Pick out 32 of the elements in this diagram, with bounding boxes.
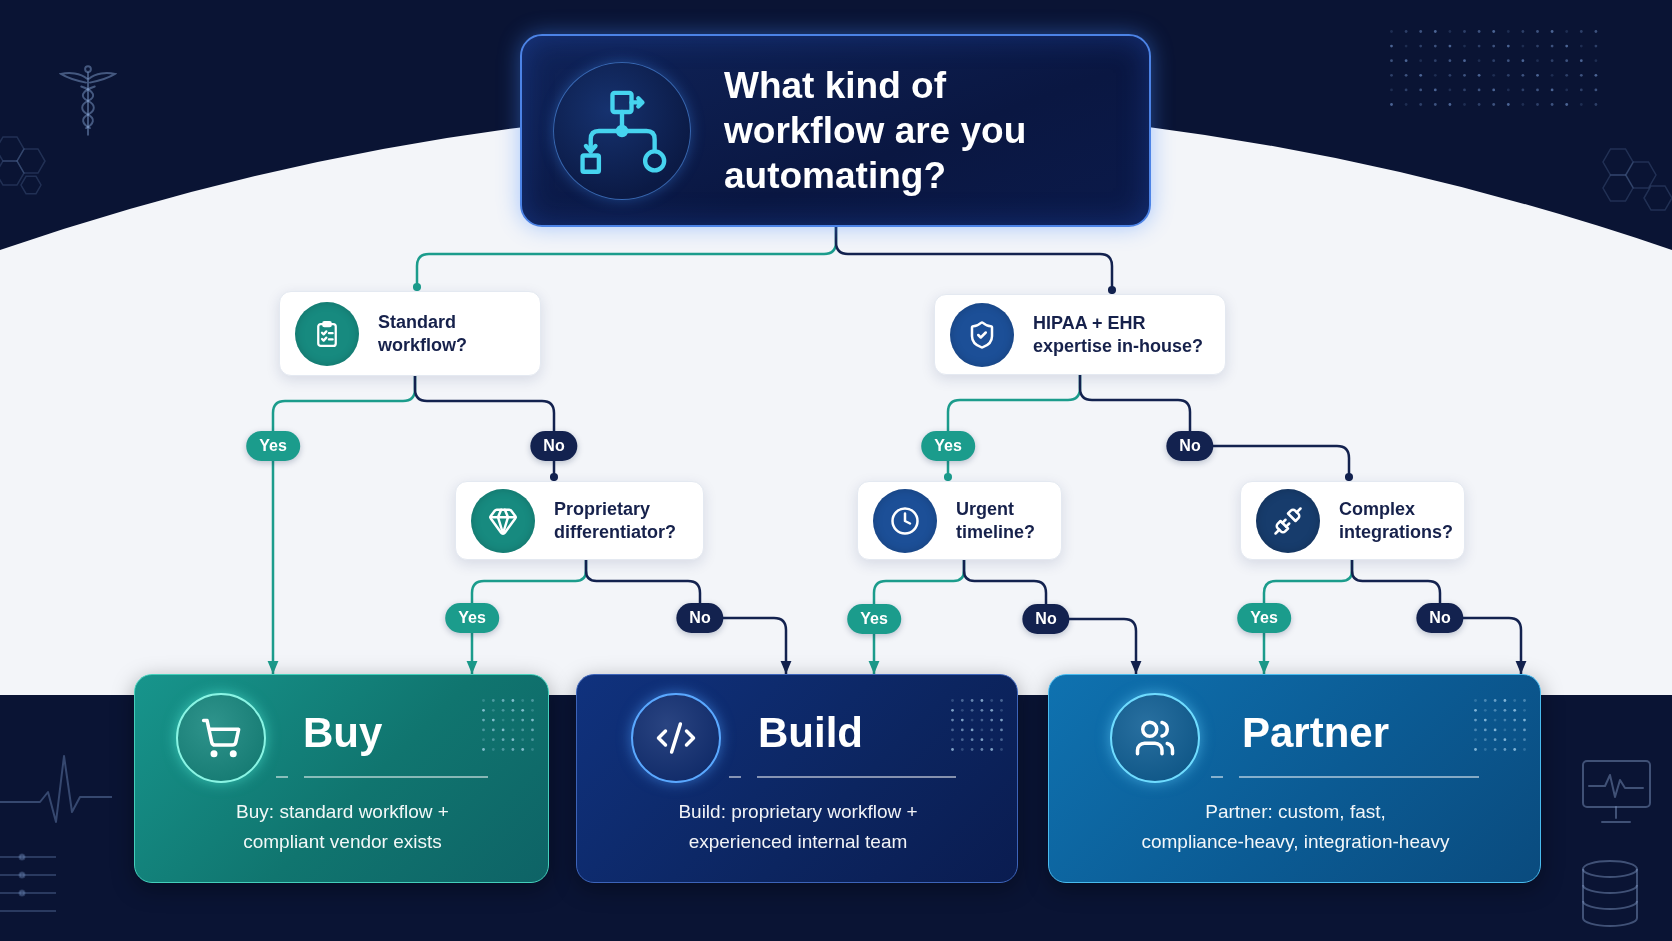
outcome-title: Build	[758, 708, 863, 758]
connector	[962, 560, 1142, 674]
outcome-title: Partner	[1242, 708, 1390, 758]
outcome-description: Build: proprietary workflow + experienced internal team	[677, 800, 919, 854]
decision-card	[857, 481, 1062, 560]
edge-label: Yes	[445, 603, 499, 633]
decision-card	[934, 294, 1226, 375]
outcome-card	[576, 674, 1018, 883]
outcome-description: Partner: custom, fast, compliance-heavy, integration-heavy	[1140, 800, 1451, 854]
question-card	[520, 34, 1151, 227]
edge-label: Yes	[847, 604, 901, 634]
outcome-card	[1048, 674, 1541, 883]
decision-text: Urgent timeline?	[956, 497, 1036, 544]
connector	[413, 376, 559, 481]
decision-text: HIPAA + EHR expertise in-house?	[1033, 311, 1205, 358]
edge-label: Yes	[921, 431, 975, 461]
outcome-title: Buy	[303, 708, 383, 758]
outcome-card	[134, 674, 549, 883]
outcome-description: Buy: standard workflow + compliant vendor exists	[235, 800, 450, 854]
edge-label: Yes	[246, 431, 300, 461]
edge-label: Yes	[1237, 603, 1291, 633]
decision-card	[1240, 481, 1465, 560]
decision-text: Complex integrations?	[1339, 497, 1454, 544]
decision-text: Proprietary differentiator?	[554, 497, 677, 544]
connector	[834, 227, 1117, 294]
connector	[1078, 375, 1354, 481]
decision-text: Standard workflow?	[378, 310, 468, 357]
connector	[584, 560, 792, 674]
connector	[1350, 560, 1527, 674]
decision-card	[455, 481, 704, 560]
decision-card	[279, 291, 541, 376]
question-text: What kind of workflow are you automating?	[724, 64, 1028, 198]
